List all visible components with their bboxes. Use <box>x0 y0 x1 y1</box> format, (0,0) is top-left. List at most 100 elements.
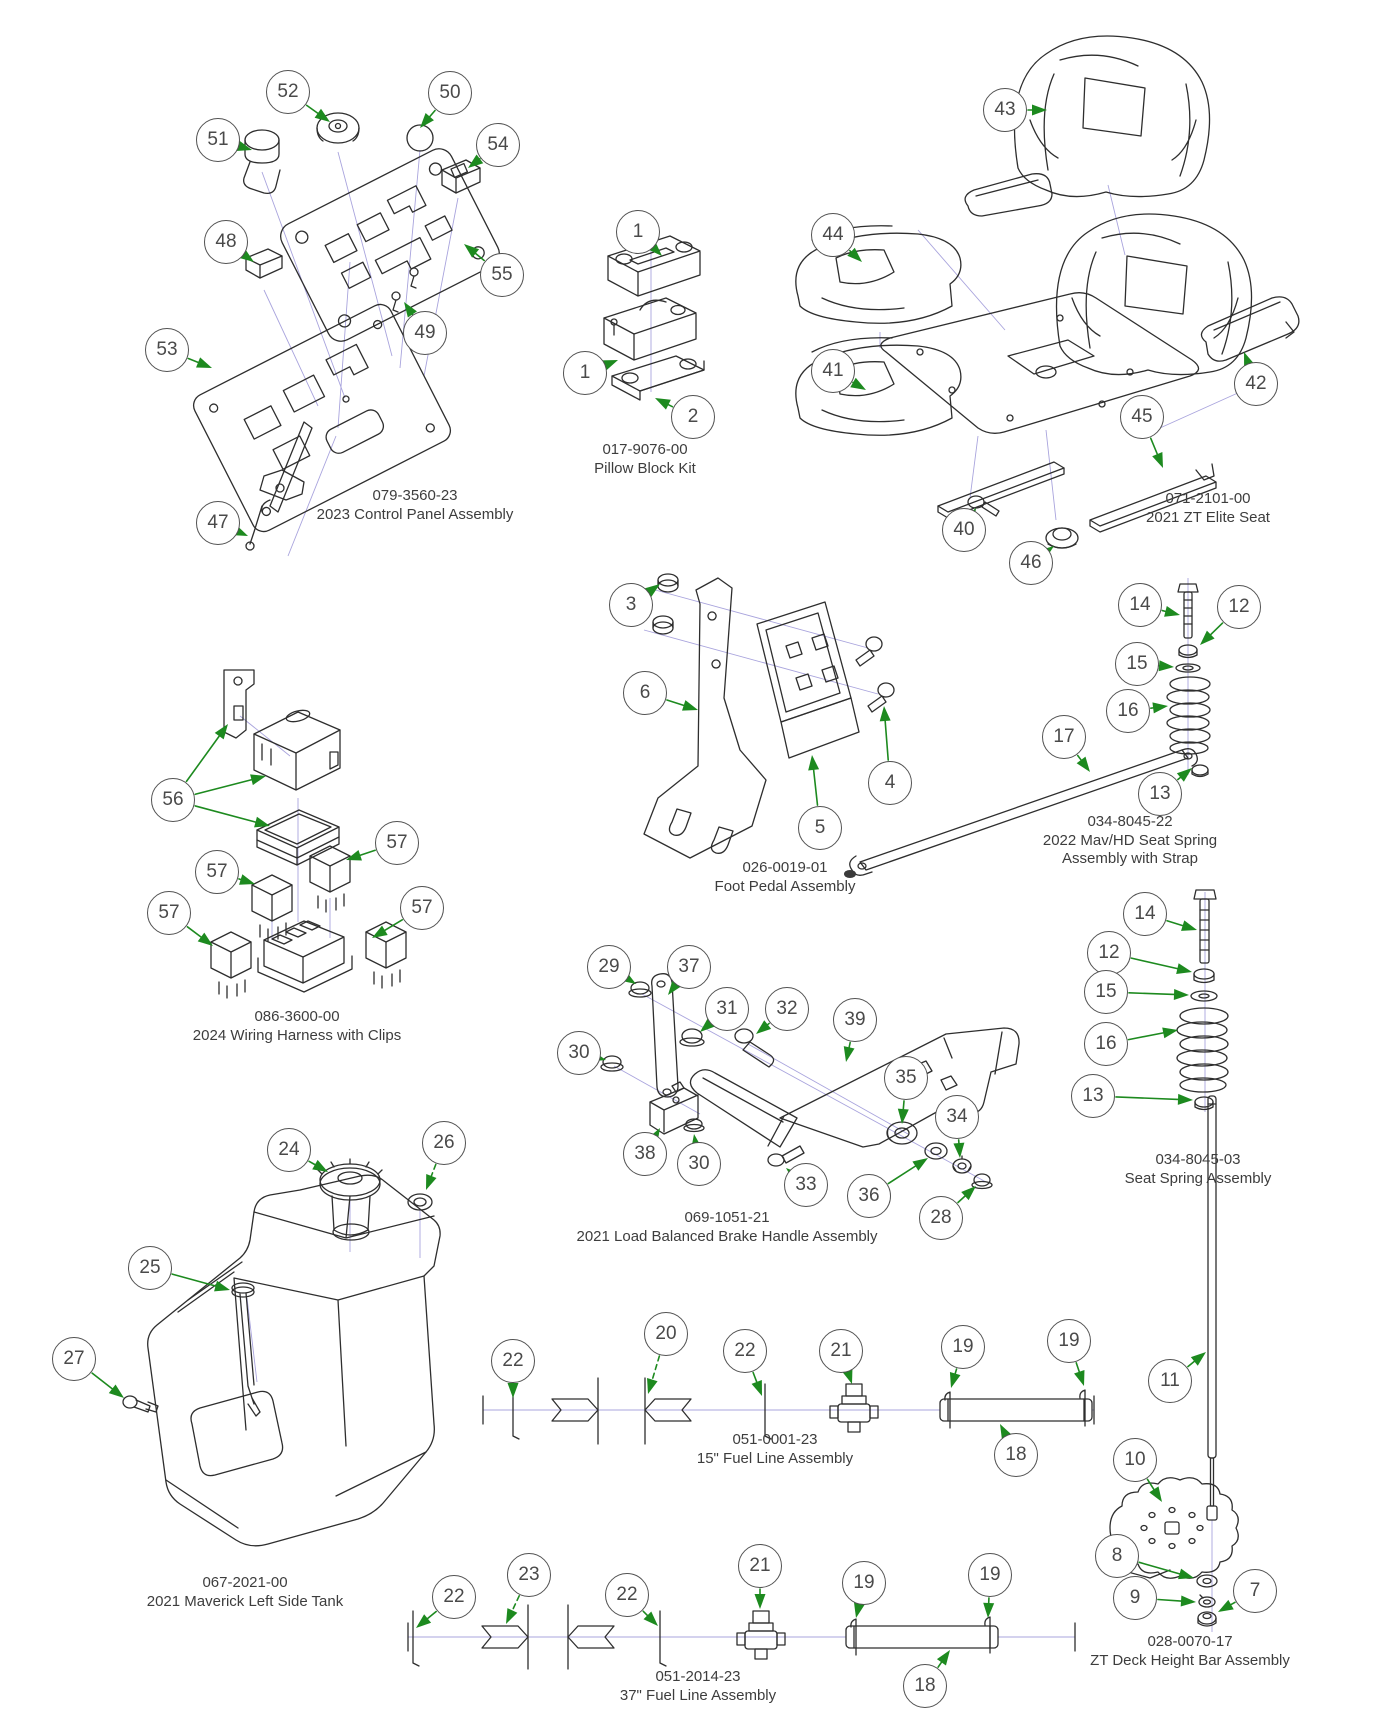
callout-1: 1 <box>616 210 660 254</box>
callout-49: 49 <box>403 311 447 355</box>
arrow-head <box>236 140 252 152</box>
arrow-head <box>214 1280 230 1292</box>
arrow-shaft <box>666 699 685 707</box>
callout-36: 36 <box>847 1174 891 1218</box>
arrow-shaft <box>430 1163 437 1177</box>
callout-34: 34 <box>935 1095 979 1139</box>
arrow-head <box>751 1380 762 1396</box>
arrow-head <box>756 1020 772 1034</box>
arrow-shaft <box>1115 1096 1179 1101</box>
arrow-shaft <box>667 403 674 408</box>
arrow-head <box>1181 920 1197 931</box>
arrow-shaft <box>428 109 436 118</box>
arrow-shaft <box>937 1661 943 1668</box>
callout-21: 21 <box>819 1329 863 1373</box>
callout-35: 35 <box>884 1056 928 1100</box>
arrow-head <box>1176 963 1192 975</box>
arrow-shaft <box>91 1372 113 1390</box>
control-panel-drawing <box>192 112 500 557</box>
callout-40: 40 <box>942 508 986 552</box>
callout-16: 16 <box>1084 1022 1128 1066</box>
arrow-head <box>949 1372 961 1388</box>
left-side-tank-drawing <box>122 1158 441 1547</box>
part-number: 071-2101-00 <box>1165 490 1251 507</box>
brake-handle-drawing <box>600 973 1020 1190</box>
arrow-head <box>1152 452 1163 468</box>
part-number: 028-0070-17 <box>1147 1633 1233 1650</box>
fuel-line-37-drawing <box>407 1604 1076 1670</box>
callout-12: 12 <box>1087 931 1131 975</box>
callout-25: 25 <box>128 1246 172 1290</box>
arrow-head <box>312 1159 328 1172</box>
arrow-head <box>1180 1595 1196 1607</box>
callout-14: 14 <box>1118 583 1162 627</box>
arrow-head <box>655 398 671 410</box>
arrow-shaft <box>474 252 485 262</box>
arrow-head <box>346 850 362 861</box>
callout-51: 51 <box>196 118 240 162</box>
arrow-head <box>239 874 255 885</box>
callout-16: 16 <box>1106 689 1150 733</box>
callout-23: 23 <box>507 1553 551 1597</box>
arrow-shaft <box>171 1273 217 1287</box>
callout-5: 5 <box>798 806 842 850</box>
arrow-head <box>372 925 388 938</box>
callout-31: 31 <box>705 987 749 1031</box>
wiring-harness-drawing <box>210 669 407 999</box>
assembly-title: Assembly with Strap <box>1062 850 1198 867</box>
elite-seat-drawing <box>795 35 1300 549</box>
arrow-head <box>1032 104 1047 116</box>
callout-20: 20 <box>644 1312 688 1356</box>
callout-46: 46 <box>1009 541 1053 585</box>
arrow-shaft <box>1209 622 1224 636</box>
callout-52: 52 <box>266 70 310 114</box>
arrow-shaft <box>887 1165 917 1185</box>
arrow-shaft <box>1138 1561 1181 1575</box>
arrow-head <box>647 241 662 256</box>
part-number: 067-2021-00 <box>202 1574 288 1591</box>
arrow-head <box>1190 1352 1206 1366</box>
callout-37: 37 <box>667 945 711 989</box>
assembly-title: 2022 Mav/HD Seat Spring <box>1042 831 1218 849</box>
callout-24: 24 <box>267 1128 311 1172</box>
arrow-head <box>1178 1568 1194 1580</box>
arrow-shaft <box>766 1022 770 1026</box>
arrow-head <box>847 247 862 262</box>
callout-54: 54 <box>476 123 520 167</box>
callout-57: 57 <box>195 850 239 894</box>
callout-33: 33 <box>784 1163 828 1207</box>
arrow-shaft <box>954 1368 958 1375</box>
arrow-shaft <box>426 1610 437 1620</box>
callout-30: 30 <box>557 1031 601 1075</box>
arrow-head <box>1176 768 1192 782</box>
arrow-shaft <box>187 357 199 364</box>
arrow-head <box>1162 1027 1178 1039</box>
arrow-shaft <box>884 720 890 761</box>
callout-12: 12 <box>1217 585 1261 629</box>
arrow-shaft <box>1177 776 1182 781</box>
arrow-head <box>700 1018 715 1032</box>
arrow-shaft <box>185 735 221 783</box>
callout-13: 13 <box>1071 1074 1115 1118</box>
arrow-head <box>1158 660 1174 672</box>
arrow-head <box>644 584 660 598</box>
arrow-head <box>468 154 484 168</box>
callout-8: 8 <box>1095 1534 1139 1578</box>
arrow-head <box>1173 988 1189 1000</box>
arrow-head <box>250 774 266 786</box>
arrow-shaft <box>384 919 404 932</box>
callout-38: 38 <box>623 1132 667 1176</box>
arrow-shaft <box>1127 1032 1165 1041</box>
callout-45: 45 <box>1120 395 1164 439</box>
callout-57: 57 <box>400 886 444 930</box>
arrow-shaft <box>1187 1360 1196 1368</box>
arrow-head <box>953 1142 965 1158</box>
arrow-shaft <box>305 104 319 115</box>
